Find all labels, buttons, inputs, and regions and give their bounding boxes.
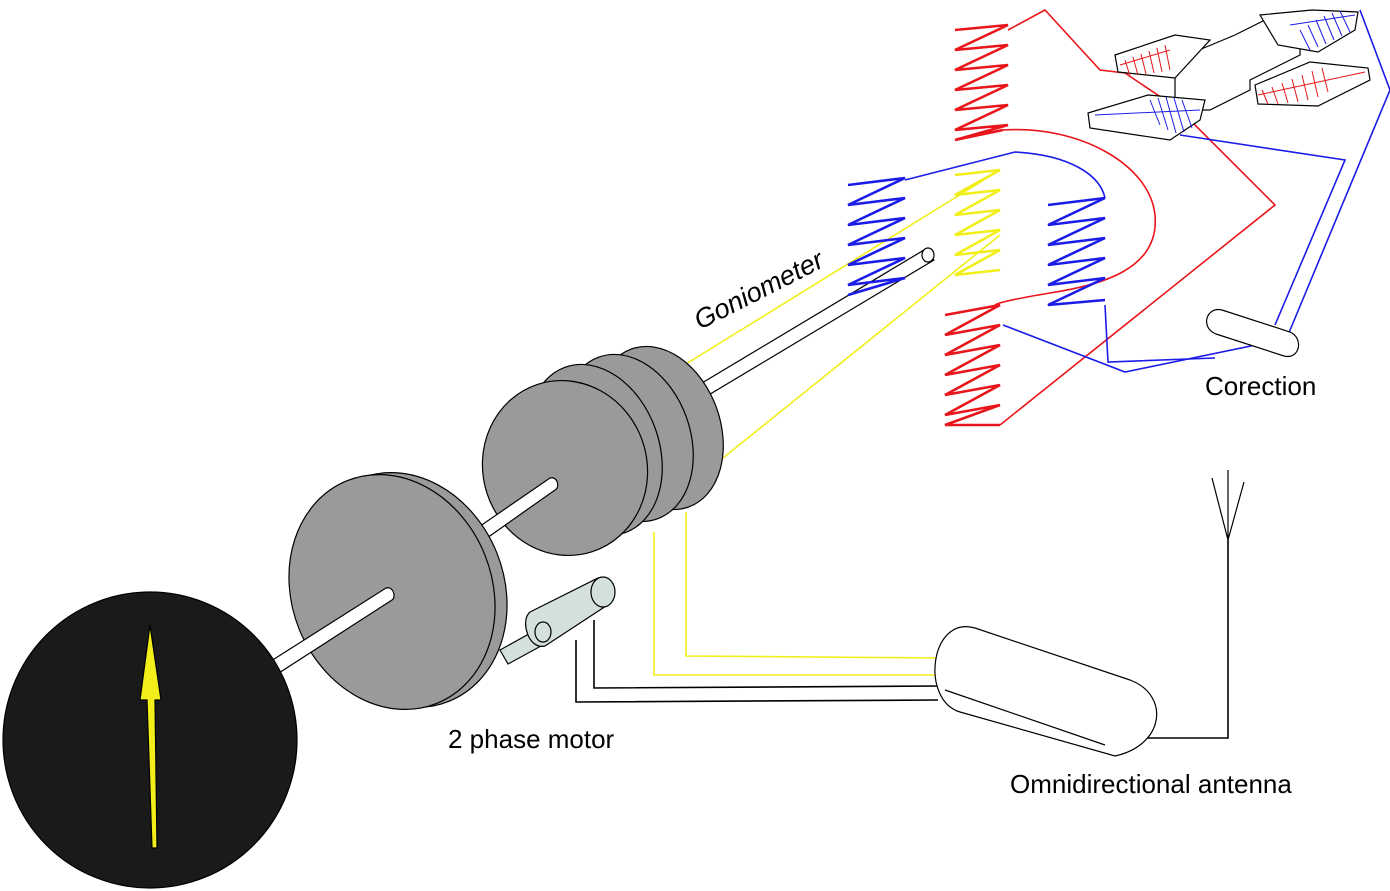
- shaft-end: [921, 247, 935, 263]
- motor-wire-b: [593, 620, 939, 689]
- red-wire-long: [999, 72, 1277, 426]
- blue-wire-corr-right: [1287, 9, 1390, 336]
- receiver-capsule: [934, 626, 1158, 757]
- motor-label: 2 phase motor: [448, 724, 615, 754]
- correction-block-top: [1258, 9, 1359, 53]
- motor-wire-a: [575, 640, 939, 703]
- blue-winding-top: [1289, 10, 1356, 51]
- blue-wire-corr-mid: [1179, 134, 1347, 326]
- correction-capsule: [1206, 309, 1300, 357]
- motor-end-cap: [590, 576, 616, 608]
- yellow-coil-center: [954, 168, 1001, 277]
- motor-front-cap: [534, 621, 552, 643]
- red-wire-top: [1007, 8, 1126, 74]
- correction-label: Corection: [1205, 371, 1316, 401]
- correction-block-bottom: [1087, 94, 1206, 141]
- correction-block-right: [1254, 61, 1371, 107]
- yellow-wire-receiver-a: [653, 532, 938, 676]
- receiver-capsule-edge: [944, 689, 1106, 746]
- blue-wire-top-loop: [904, 151, 1106, 199]
- yellow-wire-upper: [685, 169, 1001, 365]
- red-winding-left: [1119, 44, 1171, 77]
- yellow-wire-lower: [717, 234, 1001, 463]
- antenna-mast: [1211, 470, 1245, 541]
- red-coil-top: [954, 23, 1009, 142]
- antenna-label: Omnidirectional antenna: [1010, 769, 1292, 799]
- blue-winding-bottom: [1094, 96, 1201, 134]
- blue-coil-right: [1047, 196, 1106, 307]
- red-wire-loop: [994, 128, 1156, 306]
- pointer-arrow: [139, 624, 162, 849]
- correction-block-left: [1114, 34, 1212, 79]
- blue-coil-left: [847, 176, 906, 297]
- shaft-front: [259, 587, 395, 681]
- blue-wire-to-correction: [1104, 304, 1216, 363]
- red-winding-right: [1257, 67, 1366, 105]
- red-coil-bottom: [944, 303, 1001, 427]
- blue-wire-stator-low: [1002, 324, 1281, 373]
- antenna-lead: [1130, 540, 1229, 739]
- yellow-wire-receiver-b: [685, 512, 939, 659]
